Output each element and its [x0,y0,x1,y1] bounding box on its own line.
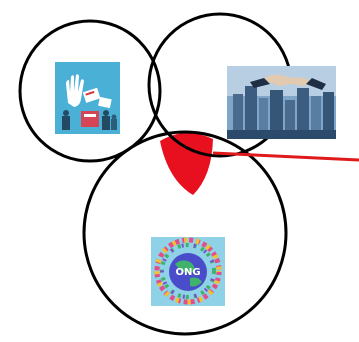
left-circle [18,19,162,163]
protest-hands-voting-icon [55,62,120,134]
ngo-globe-hands-icon: ONG [151,237,225,306]
triple-intersection-highlight [160,132,213,195]
pointer-line [212,151,359,162]
ong-label: ONG [175,267,200,278]
business-handshake-city-icon [227,66,336,139]
bottom-circle [82,130,288,336]
